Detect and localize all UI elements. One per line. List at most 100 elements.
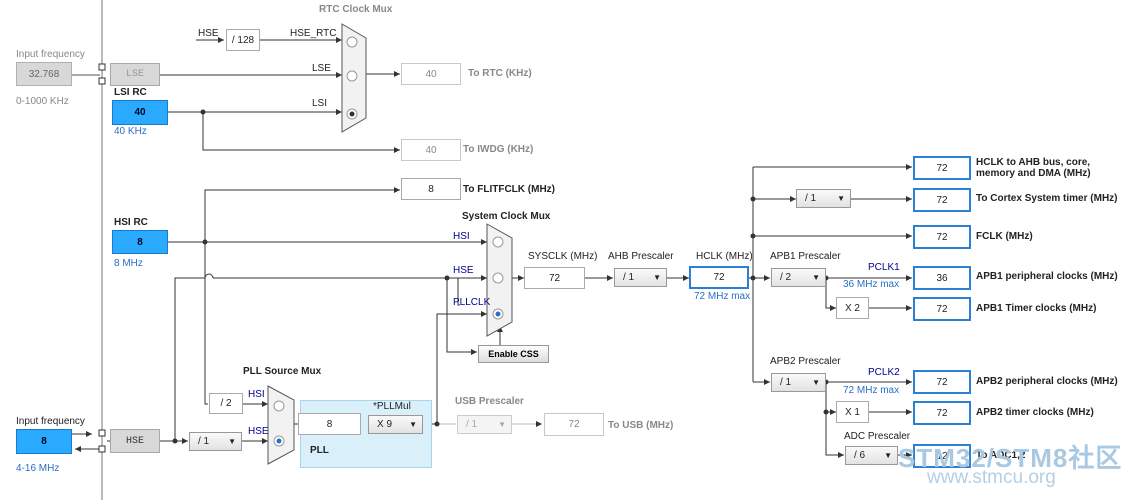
apb1-prescaler-value: / 2 [780, 272, 792, 283]
usb-output-label: To USB (MHz) [608, 420, 674, 431]
apb2-timer-multiplier: X 1 [836, 401, 869, 423]
sysclk-mux-hsi-radio[interactable] [492, 236, 504, 248]
hclk-label: HCLK (MHz) [696, 251, 753, 262]
usb-prescaler-title: USB Prescaler [455, 396, 524, 407]
apb1-prescaler-label: APB1 Prescaler [770, 251, 841, 262]
pll-label: PLL [310, 445, 329, 456]
pclk1-label: PCLK1 [868, 262, 900, 273]
pin-hse-out [98, 445, 106, 453]
hclk-value[interactable]: 72 [689, 266, 749, 289]
hsi-pll-divider: / 2 [209, 393, 243, 414]
pin-lse-out [98, 77, 106, 85]
usb-prescaler-select[interactable]: / 1 ▼ [457, 415, 512, 434]
pll-src-hsi-radio[interactable] [273, 400, 285, 412]
sysmux-hse-label: HSE [453, 265, 474, 276]
ahb-prescaler-select[interactable]: / 1▼ [614, 268, 667, 287]
lsi-rc-value[interactable]: 40 [112, 100, 168, 125]
rtc-hse-wire-label: HSE [198, 28, 219, 39]
pclk2-max: 72 MHz max [843, 385, 900, 396]
usb-output-value: 72 [544, 413, 604, 436]
pll-input-value[interactable]: 8 [298, 413, 361, 435]
usb-prescaler-value: / 1 [466, 419, 478, 430]
flitfclk-output-value: 8 [401, 178, 461, 200]
chevron-down-icon: ▼ [812, 378, 820, 387]
chevron-down-icon: ▼ [884, 451, 892, 460]
apb2-prescaler-select[interactable]: / 1 ▼ [771, 373, 826, 392]
adc-output-label: To ADC1,2 [976, 450, 1026, 461]
hclk-ahb-output-value[interactable]: 72 [913, 156, 971, 180]
apb1-peripheral-value[interactable]: 36 [913, 266, 971, 290]
pll-mul-value: X 9 [377, 419, 393, 430]
pclk2-label: PCLK2 [868, 367, 900, 378]
ahb-prescaler-value: / 1 [623, 272, 635, 283]
hclk-ahb-label-line1: HCLK to AHB bus, core, [976, 157, 1091, 168]
pll-src-hsi-label: HSI [248, 389, 265, 400]
chevron-down-icon: ▼ [498, 420, 506, 429]
apb1-prescaler-select[interactable]: / 2▼ [771, 268, 826, 287]
hse-rtc-divider: / 128 [226, 29, 260, 51]
hse-prediv-value: / 1 [198, 436, 210, 447]
adc-prescaler-value: / 6 [854, 450, 866, 461]
cortex-timer-output-label: To Cortex System timer (MHz) [976, 193, 1118, 204]
hsi-rc-label: HSI RC [114, 217, 148, 228]
apb2-prescaler-value: / 1 [780, 377, 792, 388]
hsi-rc-value[interactable]: 8 [112, 230, 168, 254]
rtc-mux-hse-rtc-label: HSE_RTC [290, 28, 337, 39]
sysclk-value[interactable]: 72 [524, 267, 585, 289]
hse-input-frequency[interactable]: 8 [16, 429, 72, 454]
apb2-timer-label: APB2 timer clocks (MHz) [976, 407, 1094, 418]
rtc-mux-lse-label: LSE [312, 63, 331, 74]
apb1-peripheral-label: APB1 peripheral clocks (MHz) [976, 271, 1118, 282]
hse-prediv-select[interactable]: / 1▼ [189, 432, 242, 451]
sysmux-hsi-label: HSI [453, 231, 470, 242]
cortex-timer-prescaler-select[interactable]: / 1▼ [796, 189, 851, 208]
cortex-timer-prescaler-value: / 1 [805, 193, 817, 204]
rtc-output-label: To RTC (KHz) [468, 68, 532, 79]
apb1-timer-label: APB1 Timer clocks (MHz) [976, 303, 1097, 314]
flitfclk-output-label: To FLITFCLK (MHz) [463, 184, 556, 195]
pclk1-max: 36 MHz max [843, 279, 900, 290]
watermark-url: www.stmcu.org [927, 467, 1056, 488]
adc-output-value[interactable]: 12 [913, 444, 971, 468]
fclk-output-value[interactable]: 72 [913, 225, 971, 249]
watermark-logo: STM32/STM8社区 [898, 443, 1123, 473]
enable-css-button[interactable]: Enable CSS [478, 345, 549, 363]
pll-mul-select[interactable]: X 9 ▼ [368, 415, 423, 434]
hclk-ahb-output-label: HCLK to AHB bus, core,memory and DMA (MH… [976, 157, 1091, 179]
sysmux-pllclk-label: PLLCLK [453, 297, 491, 308]
hsi-rc-freq: 8 MHz [114, 258, 143, 269]
hse-oscillator[interactable]: HSE [110, 429, 160, 453]
apb2-prescaler-label: APB2 Prescaler [770, 356, 841, 367]
pin-lse-in [98, 63, 106, 71]
pll-mul-label: *PLLMul [373, 401, 411, 412]
sysclk-label: SYSCLK (MHz) [528, 251, 598, 262]
apb1-timer-value[interactable]: 72 [913, 297, 971, 321]
adc-prescaler-label: ADC Prescaler [844, 431, 911, 442]
lse-input-frequency[interactable]: 32.768 [16, 62, 72, 86]
hclk-ahb-label-line2: memory and DMA (MHz) [976, 168, 1091, 179]
iwdg-output-label: To IWDG (KHz) [463, 144, 534, 155]
apb1-timer-multiplier: X 2 [836, 297, 869, 319]
rtc-mux-title: RTC Clock Mux [319, 4, 393, 15]
sysclk-mux-hse-radio[interactable] [492, 272, 504, 284]
ahb-prescaler-label: AHB Prescaler [608, 251, 674, 262]
cortex-timer-output-value[interactable]: 72 [913, 188, 971, 212]
rtc-mux-hse-radio[interactable] [346, 36, 358, 48]
rtc-mux-lsi-label: LSI [312, 98, 328, 109]
apb2-timer-value[interactable]: 72 [913, 401, 971, 425]
lse-oscillator[interactable]: LSE [110, 63, 160, 86]
lse-range: 0-1000 KHz [16, 96, 69, 107]
chevron-down-icon: ▼ [409, 420, 417, 429]
pin-hse-in [98, 429, 106, 437]
fclk-output-label: FCLK (MHz) [976, 231, 1033, 242]
hse-range: 4-16 MHz [16, 463, 60, 474]
pll-source-mux[interactable] [267, 385, 295, 465]
hclk-max: 72 MHz max [694, 291, 751, 302]
lse-input-frequency-label: Input frequency [16, 49, 85, 60]
iwdg-output-value: 40 [401, 139, 461, 161]
rtc-mux-lse-radio[interactable] [346, 70, 358, 82]
adc-prescaler-select[interactable]: / 6 ▼ [845, 446, 898, 465]
apb2-peripheral-label: APB2 peripheral clocks (MHz) [976, 376, 1118, 387]
apb2-peripheral-value[interactable]: 72 [913, 370, 971, 394]
